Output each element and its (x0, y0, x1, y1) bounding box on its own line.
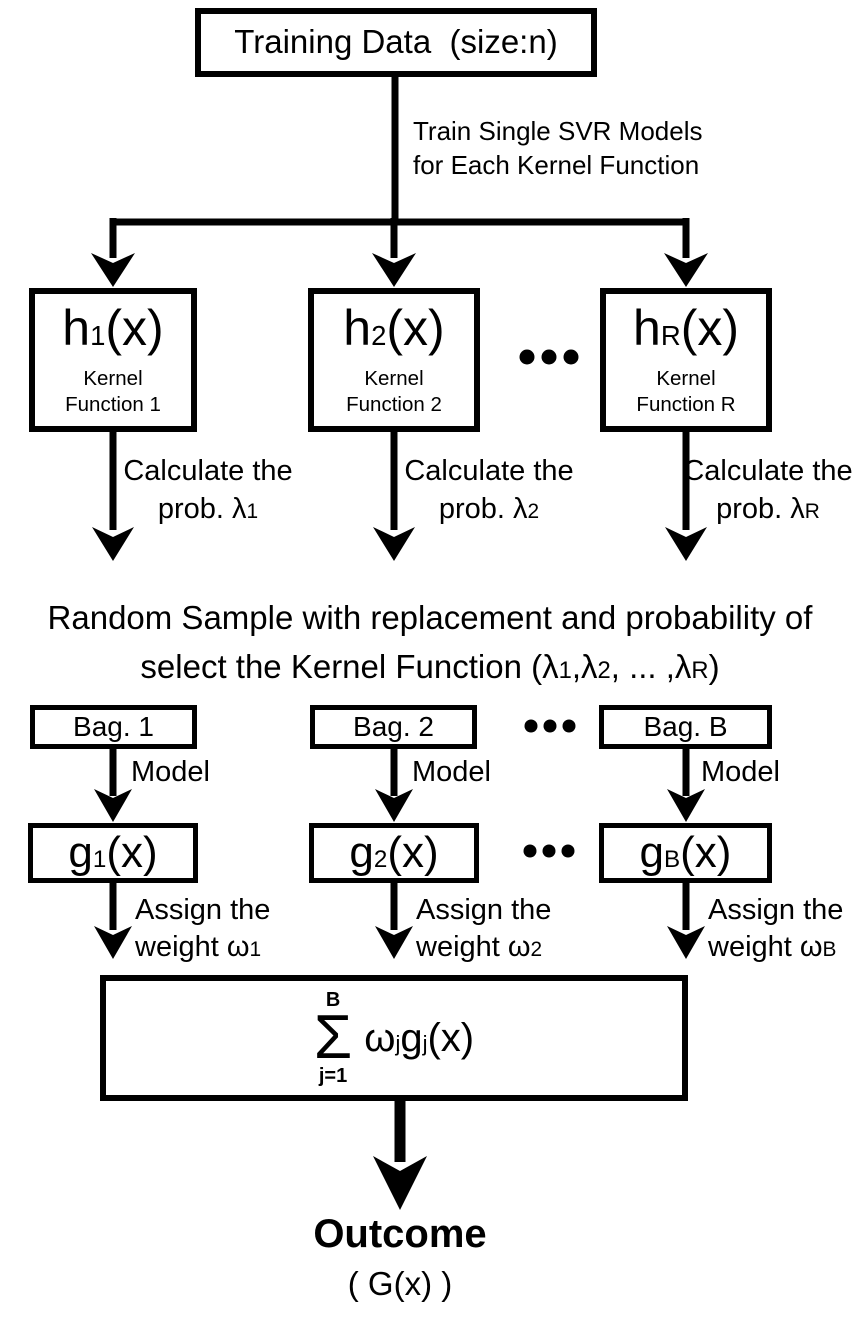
calc-prob-label-1: Calculate the prob. λ1 (123, 455, 293, 525)
kernel-1-subscript: 1 (90, 319, 106, 351)
kernel-box-1: h1(x) Kernel Function 1 (29, 288, 197, 432)
edge-bag-2-model (375, 748, 413, 822)
edge-g-2-weight (375, 883, 413, 959)
kernel-2-formula: h2(x) (343, 299, 445, 356)
edge-branch-to-kernel-2 (372, 218, 416, 287)
calc-prob-label-3: Calculate the prob. λR (683, 455, 853, 525)
ellipsis-kernels-icon (519, 349, 579, 365)
random-sample-line2: select the Kernel Function (λ1,λ2, ... ,… (140, 648, 720, 685)
calc-prob-label-2: Calculate the prob. λ2 (404, 455, 574, 525)
random-sample-line1: Random Sample with replacement and proba… (47, 599, 813, 636)
ellipsis-g-icon (523, 844, 575, 858)
train-edge-line1: Train Single SVR Models (413, 116, 703, 146)
train-edge-label: Train Single SVR Models for Each Kernel … (413, 114, 703, 182)
edge-branch-to-kernel-3 (664, 218, 708, 287)
model-edge-label-3: Model (701, 756, 780, 788)
edge-bag-1-model (94, 748, 132, 822)
kernel-3-formula: hR(x) (633, 299, 739, 356)
kernel-box-2: h2(x) Kernel Function 2 (308, 288, 480, 432)
sigma-with-limits: B Σ j=1 (314, 990, 352, 1087)
outcome-title: Outcome (313, 1212, 487, 1256)
edge-kernel-2-prob (373, 432, 415, 561)
assign-weight-label-2: Assign the weight ω2 (416, 894, 552, 963)
g-2-subscript: 2 (373, 845, 388, 873)
weighted-sum-term: ωjgj(x) (364, 1015, 475, 1060)
assign-weight-label-1: Assign the weight ω1 (135, 894, 271, 963)
g-1-formula: g1(x) (68, 827, 158, 877)
kernel-box-3: hR(x) Kernel Function R (600, 288, 772, 432)
ellipsis-bags-icon (524, 719, 576, 733)
kernel-1-label: Kernel Function 1 (65, 367, 161, 417)
edge-branch-to-kernel-1 (91, 218, 135, 287)
aggregation-formula: B Σ j=1 ωjgj(x) (314, 990, 474, 1087)
training-data-label: Training Data (size:n) (234, 23, 558, 61)
kernel-3-label: Kernel Function R (636, 367, 736, 417)
edge-sum-to-outcome (373, 1100, 427, 1210)
assign-weight-label-3: Assign the weight ωB (708, 894, 844, 963)
g-box-3: gB(x) (599, 823, 772, 883)
g-box-2: g2(x) (309, 823, 479, 883)
model-edge-label-1: Model (131, 756, 210, 788)
edge-bag-3-model (667, 748, 705, 822)
edge-kernel-3-prob (665, 432, 707, 561)
g-3-formula: gB(x) (639, 827, 732, 877)
edge-kernel-1-prob (92, 432, 134, 561)
bag-box-2: Bag. 2 (310, 705, 477, 749)
sigma-upper-limit: B (325, 988, 341, 1011)
train-edge-line2: for Each Kernel Function (413, 150, 700, 180)
bag-box-1: Bag. 1 (30, 705, 197, 749)
bag-box-3: Bag. B (599, 705, 772, 749)
outcome-formula: ( G(x) ) (347, 1265, 453, 1302)
g-3-subscript: B (664, 845, 681, 873)
edge-g-1-weight (94, 883, 132, 959)
g-2-formula: g2(x) (349, 827, 439, 877)
edge-g-3-weight (667, 883, 705, 959)
outcome-block: Outcome ( G(x) ) (230, 1212, 570, 1303)
g-1-subscript: 1 (92, 845, 107, 873)
random-sample-statement: Random Sample with replacement and proba… (0, 593, 860, 695)
sigma-symbol: Σ (313, 1002, 353, 1072)
kernel-2-label: Kernel Function 2 (346, 367, 442, 417)
sigma-lower-limit: j=1 (318, 1065, 348, 1088)
kernel-3-subscript: R (660, 319, 681, 351)
model-edge-label-2: Model (412, 756, 491, 788)
kernel-1-formula: h1(x) (62, 299, 164, 356)
aggregation-box: B Σ j=1 ωjgj(x) (100, 975, 688, 1101)
kernel-2-subscript: 2 (371, 319, 387, 351)
g-box-1: g1(x) (28, 823, 198, 883)
training-data-box: Training Data (size:n) (195, 8, 597, 77)
